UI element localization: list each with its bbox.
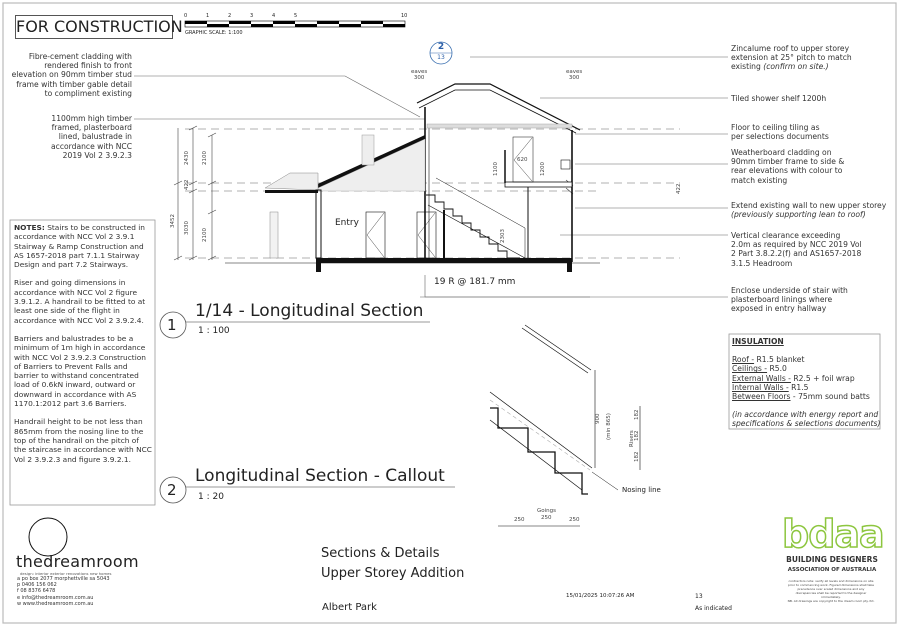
drawing-title-1: Sections & Details: [321, 546, 440, 561]
project-location: Albert Park: [322, 602, 377, 613]
shower-shelf-note: Tiled shower shelf 1200h: [731, 94, 827, 103]
bdaa-line2: ASSOCIATION OF AUSTRALIA: [787, 567, 877, 573]
company-name: thedreamroom: [16, 552, 139, 571]
scale-tick: 10: [401, 13, 408, 19]
longitudinal-section: [225, 83, 600, 272]
view-number-1: 1: [167, 316, 177, 334]
notes-paragraph: Handrail height to be not less than 865m…: [14, 417, 152, 464]
dim-going: 250: [569, 517, 580, 523]
scale-tick: 5: [294, 13, 298, 19]
notes-paragraph: Barriers and balustrades to be a minimum…: [14, 333, 146, 409]
drawing-scale: As indicated: [695, 605, 732, 612]
scale-tick: 0: [184, 13, 188, 19]
dim-riser: 182: [634, 430, 640, 442]
dim-620: 620: [517, 157, 528, 163]
extend-wall-note: Extend existing wall to new upper storey…: [731, 201, 887, 220]
insulation-item: External Walls - R2.5 + foil wrap: [732, 373, 855, 383]
dim-1200: 1200: [540, 162, 546, 176]
section-tag-sheet: 13: [437, 54, 445, 61]
view-number-2: 2: [167, 481, 177, 499]
insulation-item: Between Floors - 75mm sound batts: [732, 392, 870, 402]
notes-paragraph: Riser and going dimensions in accordance…: [14, 278, 146, 325]
stair-riser-label: 19 R @ 181.7 mm: [434, 277, 516, 287]
dim-riser: 182: [634, 451, 640, 463]
goings-label: Goings: [537, 508, 556, 514]
scale-tick: 4: [272, 13, 276, 19]
insulation-box: INSULATION Roof - R1.5 blanket Ceilings …: [732, 337, 881, 429]
contractor-disclaimer: contractors note: verify all levels and …: [787, 579, 875, 603]
company-tagline: design: interior exterior renovations ne…: [20, 571, 112, 576]
scale-tick: 3: [250, 13, 254, 19]
insulation-item: Internal Walls - R1.5: [732, 382, 809, 392]
scale-bar: [184, 20, 406, 28]
insulation-item: Ceilings - R5.0: [732, 364, 787, 374]
bdaa-line1: BUILDING DESIGNERS: [786, 555, 878, 564]
bdaa-logo: bdaa: [781, 511, 885, 557]
scale-tick: 2: [228, 13, 232, 19]
dim-going: 250: [514, 517, 525, 523]
callout-stair: [489, 324, 641, 527]
dim-422: 422: [184, 179, 190, 191]
dim-1100: 1100: [493, 162, 499, 176]
view-title-2[interactable]: Longitudinal Section - Callout: [195, 466, 445, 486]
dim-3030: 3030: [184, 221, 190, 235]
dim-2100-lower: 2100: [202, 228, 208, 242]
dim-2100: 2100: [202, 151, 208, 165]
dim-3452: 3452: [170, 214, 176, 228]
view-title-1[interactable]: 1/14 - Longitudinal Section: [195, 301, 424, 321]
plot-date: 15/01/2025 10:07:26 AM: [566, 593, 635, 599]
section-tag-number: 2: [437, 42, 445, 52]
dim-2430: 2430: [184, 151, 190, 165]
section-tag[interactable]: 2 13: [430, 42, 452, 64]
view-scale-2: 1 : 20: [198, 492, 224, 502]
for-construction-stamp: FOR CONSTRUCTION: [15, 15, 183, 39]
dim-handrail-900: 900: [595, 413, 601, 425]
scale-label: GRAPHIC SCALE: 1:100: [185, 30, 243, 36]
notes-heading: NOTES:: [14, 223, 45, 232]
sheet-number: 13: [695, 593, 703, 600]
dim-going: 250: [541, 515, 552, 521]
stair-notes: NOTES: Stairs to be constructed in accor…: [14, 223, 153, 464]
dim-handrail-min: (min 865): [606, 413, 612, 440]
view-scale-1: 1 : 100: [198, 326, 230, 336]
drawing-title-2: Upper Storey Addition: [321, 566, 465, 581]
notes-paragraph: Stairs to be constructed in accordance w…: [14, 223, 145, 270]
dim-422-right: 422: [676, 183, 682, 195]
room-label-entry: Entry: [335, 218, 359, 228]
insulation-item: Roof - R1.5 blanket: [732, 355, 805, 365]
dim-riser: 182: [634, 409, 640, 421]
scale-tick: 1: [206, 13, 210, 19]
dim-2303: 2303: [500, 229, 506, 243]
nosing-line-label: Nosing line: [622, 486, 661, 494]
